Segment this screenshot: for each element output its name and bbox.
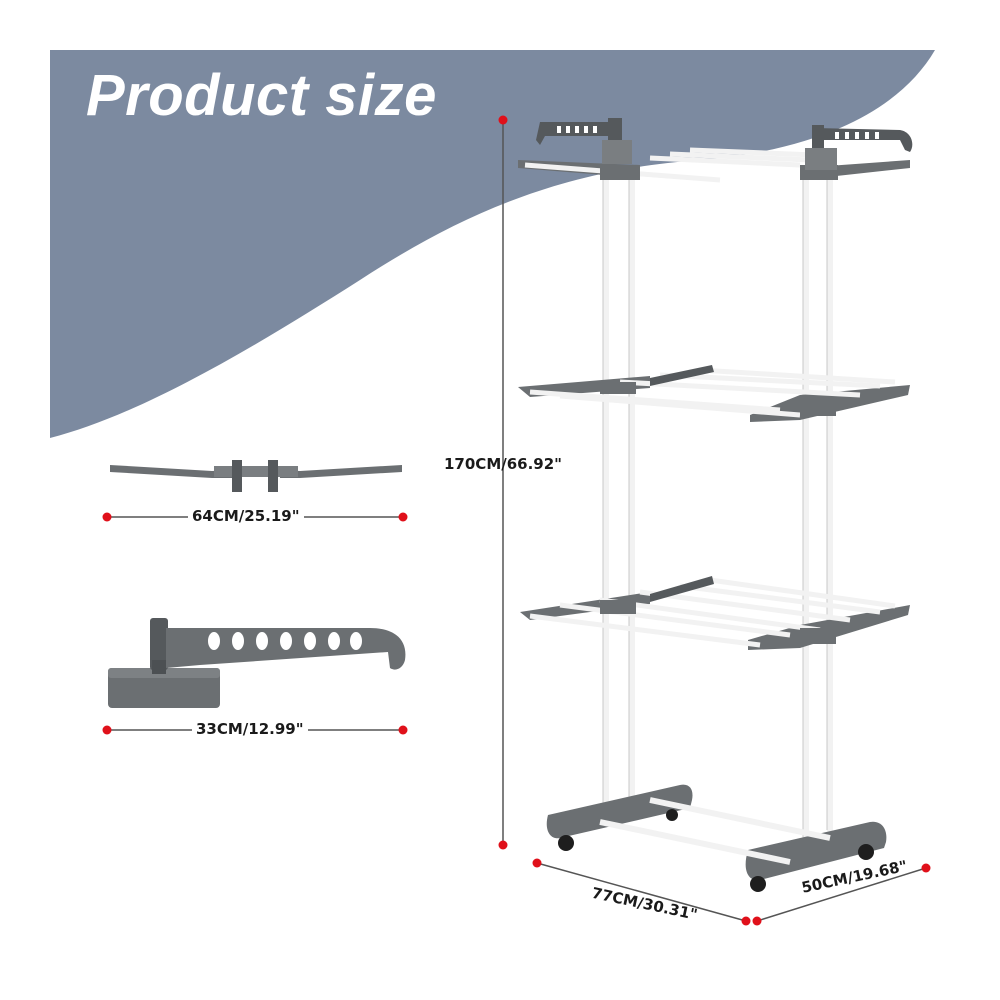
arm-width-label: 64CM/25.19" (188, 507, 304, 525)
drying-rack-icon (518, 118, 913, 892)
hook-width-label: 33CM/12.99" (192, 720, 308, 738)
middle-shelf (518, 365, 910, 422)
title-banner (50, 50, 935, 438)
hook-part-icon (108, 618, 406, 708)
rack-base (546, 784, 887, 892)
page-title: Product size (86, 63, 437, 128)
base-width-guide (752, 863, 931, 926)
depth-guide (532, 858, 751, 926)
height-guide (498, 115, 508, 850)
top-shelf (518, 118, 913, 183)
bottom-shelf (520, 576, 910, 650)
arm-part-icon (110, 460, 402, 492)
height-label: 170CM/66.92" (444, 455, 562, 473)
